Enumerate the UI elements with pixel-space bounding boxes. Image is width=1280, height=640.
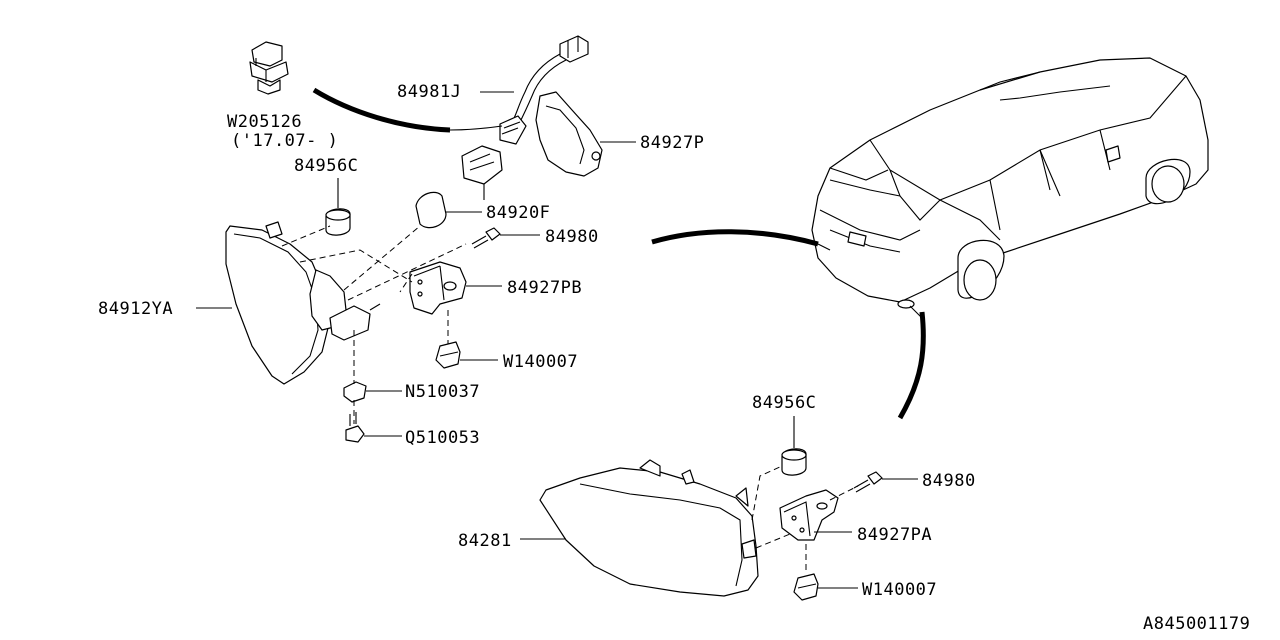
screw-q510053 <box>345 412 365 443</box>
bracket-84927pb <box>409 261 467 315</box>
bolt-w140007-bottom <box>793 573 819 601</box>
assembly-dash-lines-top <box>281 225 467 424</box>
label-n510037: N510037 <box>405 382 480 402</box>
label-84956c-bottom: 84956C <box>752 393 816 413</box>
assembly-dash-lines-bottom <box>751 465 859 572</box>
diagram-id: A845001179 <box>1143 614 1250 634</box>
label-84920f: 84920F <box>486 203 550 223</box>
screw-84980-bottom <box>853 471 883 493</box>
callout-swoosh-car-bottom <box>897 311 926 420</box>
label-84956c-top: 84956C <box>294 156 358 176</box>
label-84927pb: 84927PB <box>507 278 582 298</box>
label-w140007-bottom: W140007 <box>862 580 937 600</box>
label-84981j: 84981J <box>397 82 461 102</box>
front-fog-lamp-84281 <box>539 459 759 597</box>
rear-fog-lamp-84912ya <box>225 221 381 385</box>
cap-84956c-bottom <box>781 448 807 476</box>
bulb-84920f <box>415 191 447 229</box>
label-w140007-top: W140007 <box>503 352 578 372</box>
bolt-w140007-top <box>435 341 461 369</box>
harness-84981j <box>449 35 589 145</box>
callout-swoosh-top <box>312 87 451 133</box>
bracket-84927pa <box>779 489 839 541</box>
cap-84956c-top <box>325 208 351 236</box>
vehicle-illustration <box>811 57 1209 309</box>
label-84927pa: 84927PA <box>857 525 932 545</box>
label-w205126: W205126 <box>227 112 302 132</box>
label-84980-top: 84980 <box>545 227 599 247</box>
bulb-socket <box>461 145 503 200</box>
clip-w205126 <box>249 41 289 95</box>
label-84980-bottom: 84980 <box>922 471 976 491</box>
label-84927p: 84927P <box>640 133 704 153</box>
callout-swoosh-car-top <box>651 229 819 247</box>
label-84281: 84281 <box>458 531 512 551</box>
label-w205126-note: ('17.07- ) <box>231 131 338 151</box>
bracket-84927p <box>535 91 603 177</box>
nut-n510037 <box>343 381 367 403</box>
label-84912ya: 84912YA <box>98 299 173 319</box>
screw-84980-top <box>471 227 501 249</box>
label-q510053: Q510053 <box>405 428 480 448</box>
